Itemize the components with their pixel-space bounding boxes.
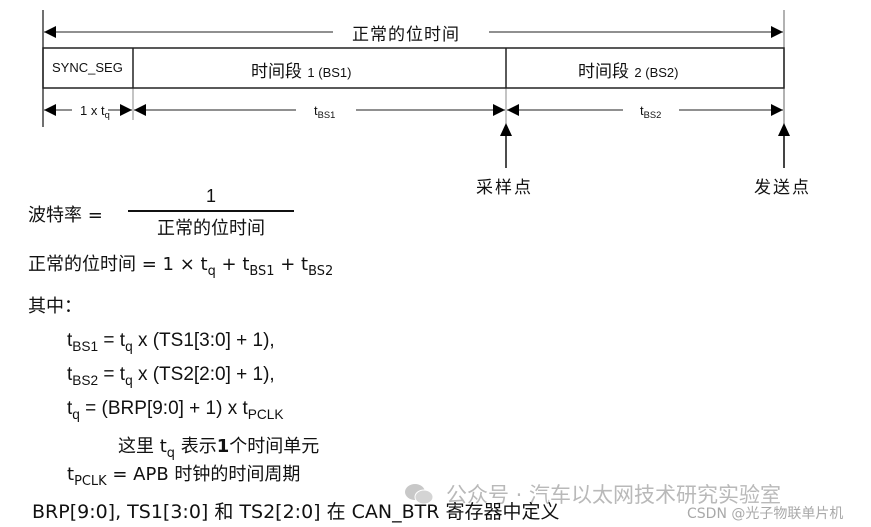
sync-seg-label: SYNC_SEG [52,60,123,75]
pclk-formula: tPCLK = APB 时钟的时间周期 [67,464,301,489]
sync-seg-duration: 1 x tq [80,103,110,121]
transmit-point-arrow-icon [778,123,790,136]
baud-rate-lhs: 波特率 = [28,205,103,226]
sample-point-arrow-icon [500,123,512,136]
bit-time-formula: 正常的位时间 = 1 × tq + tBS1 + tBS2 [28,254,334,279]
tq-formula: tq = (BRP[9:0] + 1) x tPCLK [67,398,284,422]
bs2-label: 时间段 2 (BS2) [578,62,679,82]
wechat-watermark: 公众号 · 汽车以太网技术研究实验室 [446,483,782,507]
bs1-label: 时间段 1 (BS1) [251,62,352,82]
baud-rate-denominator: 正常的位时间 [157,218,265,239]
transmit-point-label: 发送点 [754,178,811,198]
tq-note: 这里 tq 表示1个时间单元 [118,436,320,461]
baud-rate-numerator: 1 [205,186,216,206]
csdn-watermark: CSDN @光子物联单片机 [687,506,844,522]
where-label: 其中： [28,296,82,317]
fraction-bar [128,210,294,212]
tbs1-formula: tBS1 = tq x (TS1[3:0] + 1), [67,330,275,354]
register-note: BRP[9:0], TS1[3:0] 和 TS2[2:0] 在 CAN_BTR … [32,501,560,523]
tbs2-formula: tBS2 = tq x (TS2[2:0] + 1), [67,364,275,388]
bs1-duration: tBS1 [314,103,336,121]
sample-point-label: 采样点 [476,178,533,198]
bs2-duration: tBS2 [640,103,662,121]
nominal-bit-time-label: 正常的位时间 [352,25,460,45]
bit-timing-diagram [42,10,790,168]
wechat-icon [404,482,434,506]
